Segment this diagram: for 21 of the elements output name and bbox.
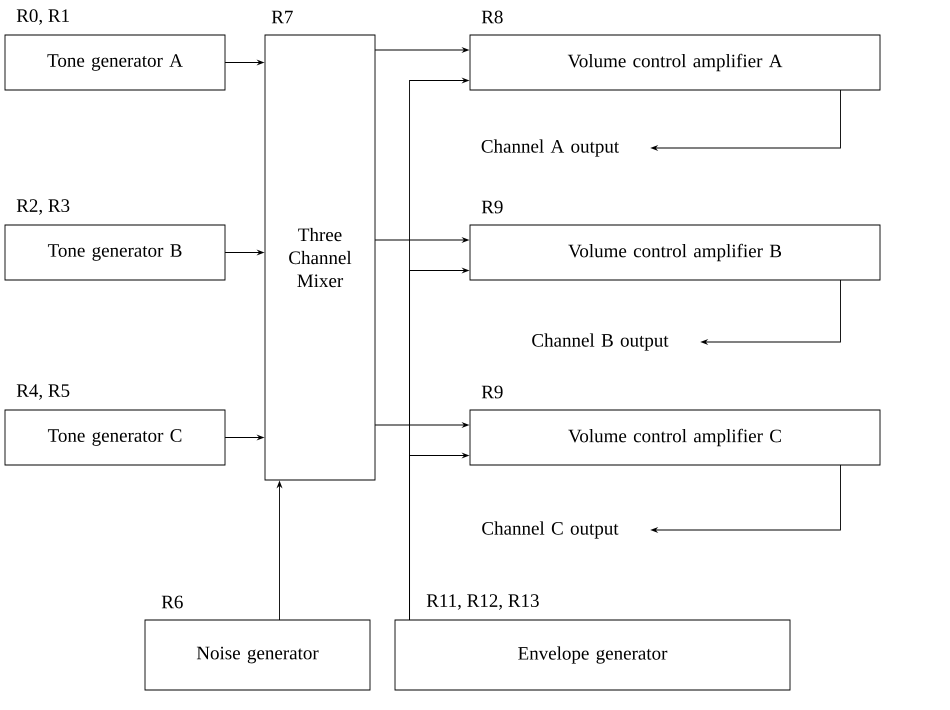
register-label: R0, R1: [16, 9, 69, 25]
register-label: R9: [482, 386, 503, 398]
generator-box: Envelope generator: [394, 620, 790, 690]
register-label: R8: [482, 10, 503, 24]
output-label: Channel C output: [482, 521, 618, 539]
generator-box: Tone generator A: [4, 34, 226, 90]
output-label: Channel B output: [532, 333, 668, 351]
generator-box: Tone generator B: [4, 224, 226, 280]
register-label: R11, R12, R13: [426, 594, 539, 610]
amplifier-box: Volume control amplifier C: [470, 410, 880, 466]
register-label: R6: [162, 596, 183, 608]
amplifier-box: Volume control amplifier B: [470, 224, 880, 280]
register-label: R4, R5: [16, 384, 70, 400]
amplifier-box: Volume control amplifier A: [470, 34, 880, 90]
generator-box: Tone generator C: [4, 410, 226, 466]
register-label: R2, R3: [16, 199, 70, 215]
output-label: Channel A output: [482, 139, 620, 157]
register-label: R9: [482, 200, 503, 214]
mixer-box: Three Channel Mixer: [264, 34, 376, 480]
register-label: R7: [272, 10, 293, 24]
generator-box: Noise generator: [144, 620, 370, 690]
